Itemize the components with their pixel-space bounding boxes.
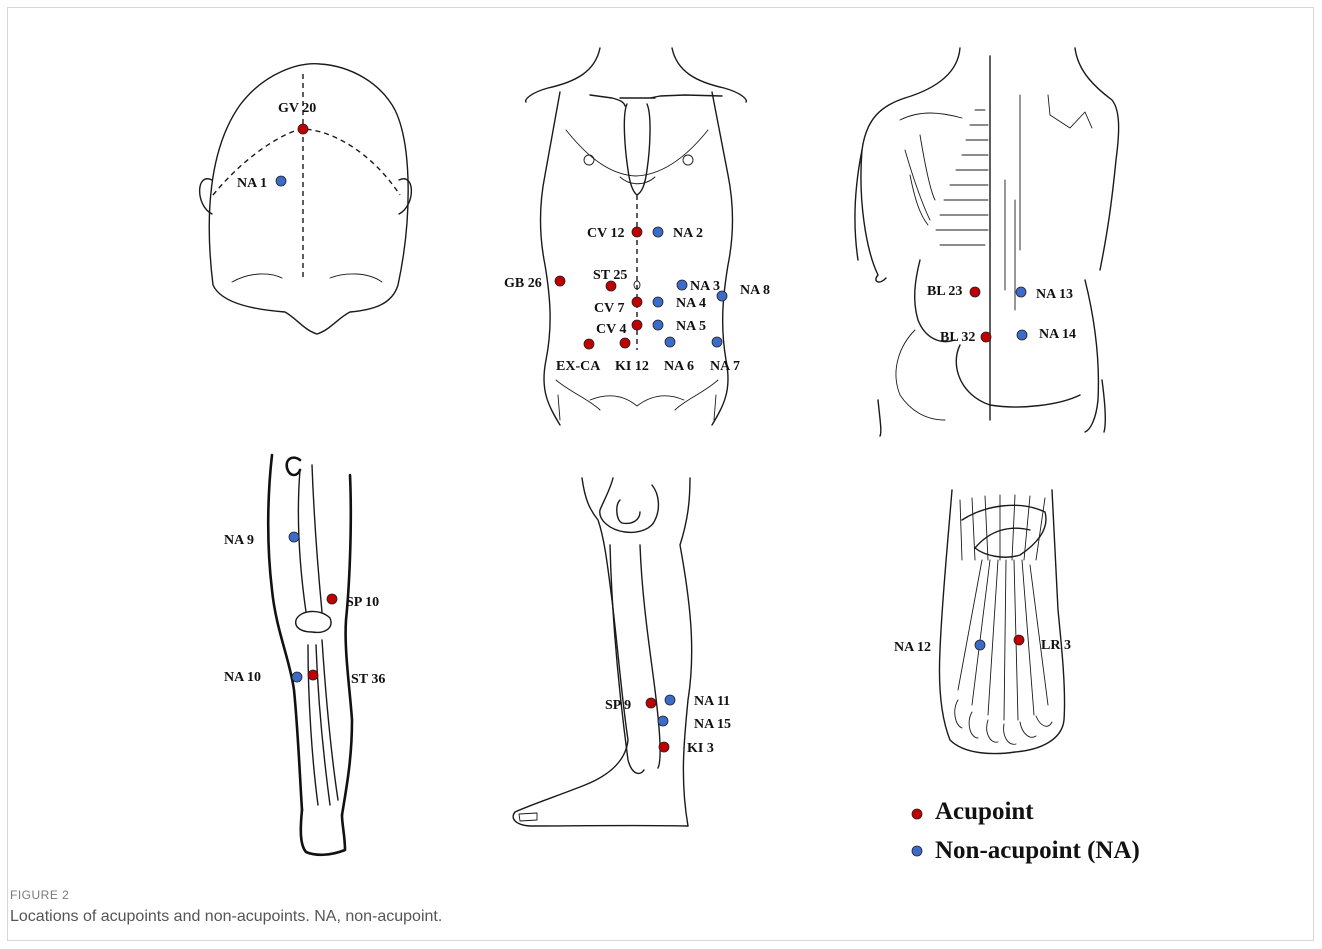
label-lr3: LR 3 xyxy=(1041,638,1071,653)
label-na1: NA 1 xyxy=(237,176,267,191)
label-gv20: GV 20 xyxy=(278,101,316,116)
label-sp9: SP 9 xyxy=(605,698,631,713)
na9-point xyxy=(289,532,299,542)
na13-point xyxy=(1016,287,1026,297)
label-na9: NA 9 xyxy=(224,533,254,548)
st36-point xyxy=(308,670,318,680)
sp9-point xyxy=(646,698,656,708)
legend-non-acupoint-swatch xyxy=(912,846,922,856)
na5-point xyxy=(653,320,663,330)
legend: Acupoint Non-acupoint (NA) xyxy=(912,798,1140,864)
back-drawing xyxy=(855,48,1119,436)
cv4-point xyxy=(632,320,642,330)
label-na5: NA 5 xyxy=(676,319,706,334)
label-cv7: CV 7 xyxy=(594,301,624,316)
na7-point xyxy=(712,337,722,347)
label-sp10: SP 10 xyxy=(346,595,379,610)
label-na3: NA 3 xyxy=(690,279,720,294)
label-na11: NA 11 xyxy=(694,694,730,709)
cv12-point xyxy=(632,227,642,237)
foot-dorsal-drawing xyxy=(939,490,1064,754)
label-na7: NA 7 xyxy=(710,359,740,374)
sp10-point xyxy=(327,594,337,604)
label-exca: EX-CA xyxy=(556,359,601,374)
label-na8: NA 8 xyxy=(740,283,770,298)
legend-non-acupoint-label: Non-acupoint (NA) xyxy=(935,837,1140,864)
label-st25: ST 25 xyxy=(593,268,627,283)
figure-illustration: GV 20 NA 1 CV 12 NA 2 GB 26 ST 25 NA 3 N… xyxy=(0,0,1322,880)
na10-point xyxy=(292,672,302,682)
figure-number: FIGURE 2 xyxy=(10,888,69,902)
label-na2: NA 2 xyxy=(673,226,703,241)
ki12-point xyxy=(620,338,630,348)
cv7-point xyxy=(632,297,642,307)
legend-acupoint-swatch xyxy=(912,809,922,819)
figure-caption: Locations of acupoints and non-acupoints… xyxy=(10,908,442,926)
label-na10: NA 10 xyxy=(224,670,261,685)
label-na12: NA 12 xyxy=(894,640,931,655)
label-na14: NA 14 xyxy=(1039,327,1076,342)
exca-point xyxy=(584,339,594,349)
label-na15: NA 15 xyxy=(694,717,731,732)
ki3-point xyxy=(659,742,669,752)
label-st36: ST 36 xyxy=(351,672,385,687)
label-ki3: KI 3 xyxy=(687,741,714,756)
leg-drawing xyxy=(268,455,352,855)
label-cv12: CV 12 xyxy=(587,226,624,241)
na12-point xyxy=(975,640,985,650)
legend-acupoint-label: Acupoint xyxy=(935,798,1034,825)
label-gb26: GB 26 xyxy=(504,276,542,291)
lr3-point xyxy=(1014,635,1024,645)
na1-point xyxy=(276,176,286,186)
label-bl23: BL 23 xyxy=(927,284,962,299)
bl32-point xyxy=(981,332,991,342)
bl23-point xyxy=(970,287,980,297)
na11-point xyxy=(665,695,675,705)
na14-point xyxy=(1017,330,1027,340)
label-na4: NA 4 xyxy=(676,296,706,311)
na6-point xyxy=(665,337,675,347)
label-bl32: BL 32 xyxy=(940,330,975,345)
label-na6: NA 6 xyxy=(664,359,694,374)
na3-point xyxy=(677,280,687,290)
na4-point xyxy=(653,297,663,307)
label-cv4: CV 4 xyxy=(596,322,626,337)
lower-leg-side-drawing xyxy=(513,478,692,826)
na2-point xyxy=(653,227,663,237)
label-na13: NA 13 xyxy=(1036,287,1073,302)
label-ki12: KI 12 xyxy=(615,359,649,374)
gb26-point xyxy=(555,276,565,286)
na15-point xyxy=(658,716,668,726)
gv20-point xyxy=(298,124,308,134)
